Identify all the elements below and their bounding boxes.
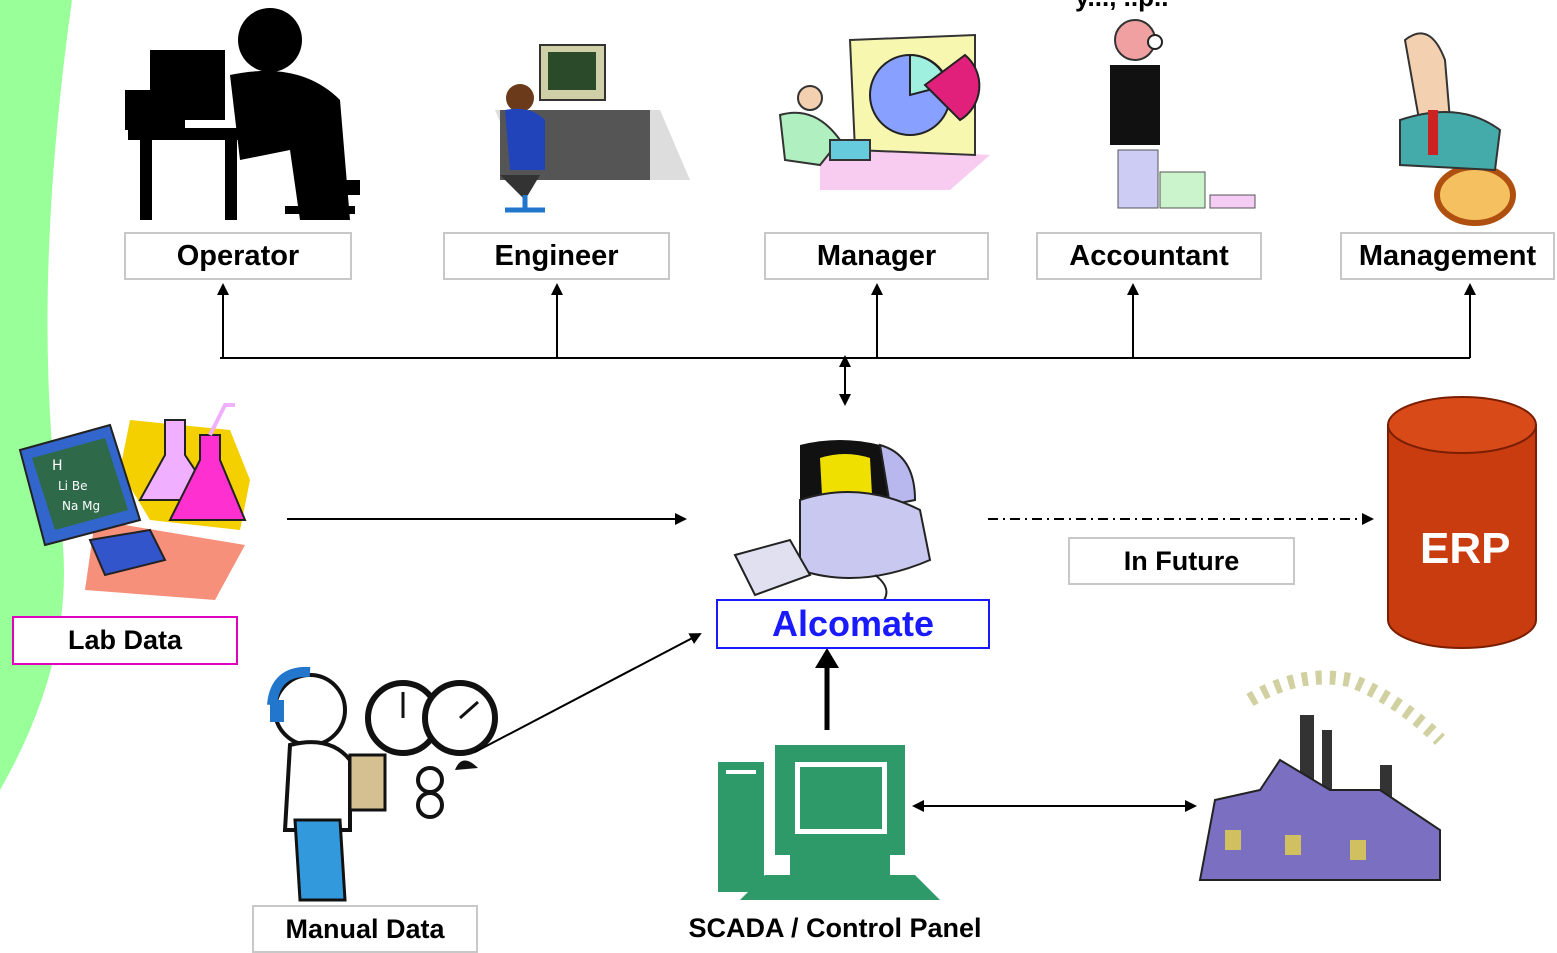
role-label-operator: Operator xyxy=(124,232,352,280)
alcomate-label: Alcomate xyxy=(716,599,990,649)
in-future-label: In Future xyxy=(1068,537,1295,585)
operator-icon xyxy=(125,8,360,220)
factory-icon xyxy=(1198,670,1445,881)
svg-text:Na Mg: Na Mg xyxy=(62,499,100,513)
role-label-accountant: Accountant xyxy=(1036,232,1262,280)
left-accent-band xyxy=(0,0,72,790)
role-bus xyxy=(217,283,1476,406)
manual-to-alcomate-arrow xyxy=(474,633,702,753)
manager-icon xyxy=(778,33,990,190)
scada-label: SCADA / Control Panel xyxy=(688,912,982,943)
svg-text:Li Be: Li Be xyxy=(58,479,87,493)
role-label-engineer: Engineer xyxy=(443,232,670,280)
lab-icon: H Li Be Na Mg xyxy=(18,403,250,600)
engineer-icon xyxy=(495,44,690,213)
scada-computer-icon xyxy=(718,745,940,900)
erp-label: ERP xyxy=(1420,524,1511,573)
role-label-manager: Manager xyxy=(764,232,989,280)
svg-text:H: H xyxy=(52,458,63,474)
header-partial-text: y..., ..p.. xyxy=(1075,0,1168,12)
accountant-icon xyxy=(1110,19,1256,209)
meter-reader-icon xyxy=(267,666,498,902)
scada-to-alcomate-arrow xyxy=(815,648,839,730)
role-label-management: Management xyxy=(1340,232,1555,280)
computer-icon xyxy=(733,440,932,606)
database-icon xyxy=(1387,396,1537,649)
management-icon xyxy=(1399,32,1516,226)
manual-data-label: Manual Data xyxy=(252,905,478,953)
lab-data-label: Lab Data xyxy=(12,616,238,665)
